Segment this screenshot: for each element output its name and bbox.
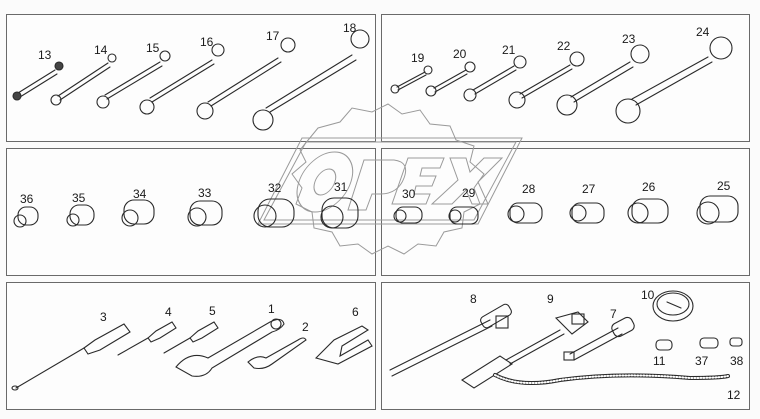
socket-32-icon	[253, 198, 295, 228]
part-label-15: 15	[146, 41, 160, 55]
adapter-11-icon	[655, 339, 673, 351]
socket-29-icon	[448, 206, 479, 225]
screwdriver-5-icon	[163, 321, 219, 354]
ring-wrench-17-icon	[196, 37, 296, 120]
part-label-21: 21	[502, 43, 516, 57]
adapter-38-icon	[729, 337, 743, 347]
part-label-9: 9	[547, 292, 554, 306]
open-end-wrench-24-icon	[615, 36, 733, 124]
part-label-28: 28	[522, 182, 536, 196]
part-label-10: 10	[641, 288, 655, 302]
part-label-13: 13	[38, 48, 52, 62]
part-label-2: 2	[302, 320, 309, 334]
part-label-33: 33	[198, 186, 212, 200]
t-handle-8-icon	[389, 303, 512, 377]
screwdriver-4-icon	[117, 321, 177, 356]
part-label-19: 19	[411, 51, 425, 65]
part-label-23: 23	[622, 32, 636, 46]
adapter-37-icon	[699, 337, 719, 349]
adjustable-wrench-1-icon	[175, 318, 285, 377]
part-label-36: 36	[20, 192, 34, 206]
part-label-4: 4	[165, 305, 172, 319]
open-end-wrench-21-icon	[463, 55, 527, 102]
socket-34-icon	[121, 199, 155, 227]
extension-bar-7-icon	[563, 316, 635, 361]
ring-wrench-16-icon	[139, 43, 225, 115]
ring-wrench-18-icon	[252, 29, 370, 131]
open-end-wrench-19-icon	[390, 65, 433, 94]
open-end-wrench-22-icon	[508, 51, 585, 109]
pliers-6-icon	[314, 325, 373, 365]
pressure-gauge-10-icon	[652, 290, 694, 322]
open-end-wrench-23-icon	[556, 44, 650, 116]
part-label-20: 20	[453, 47, 467, 61]
part-label-5: 5	[209, 304, 216, 318]
part-label-1: 1	[268, 302, 275, 316]
part-label-17: 17	[266, 29, 280, 43]
part-label-32: 32	[268, 181, 282, 195]
part-label-8: 8	[470, 292, 477, 306]
adjustable-wrench-2-icon	[247, 337, 307, 370]
part-label-26: 26	[642, 180, 656, 194]
socket-35-icon	[66, 204, 95, 227]
socket-25-icon	[696, 195, 739, 225]
part-label-22: 22	[557, 39, 571, 53]
ring-wrench-13-icon	[12, 61, 64, 101]
part-label-24: 24	[696, 25, 710, 39]
part-label-25: 25	[717, 179, 731, 193]
ratchet-handle-9-icon	[460, 311, 589, 389]
open-end-wrench-20-icon	[425, 61, 476, 97]
part-label-30: 30	[402, 187, 416, 201]
ring-wrench-15-icon	[96, 50, 171, 109]
part-label-18: 18	[343, 21, 357, 35]
socket-33-icon	[187, 200, 223, 227]
part-label-6: 6	[352, 305, 359, 319]
part-label-31: 31	[334, 180, 348, 194]
socket-36-icon	[13, 206, 39, 228]
socket-26-icon	[627, 198, 669, 224]
part-label-27: 27	[582, 182, 596, 196]
part-label-7: 7	[610, 307, 617, 321]
part-label-34: 34	[133, 187, 147, 201]
part-label-35: 35	[72, 191, 86, 205]
part-label-3: 3	[100, 310, 107, 324]
part-label-12: 12	[727, 388, 741, 402]
part-label-29: 29	[462, 186, 476, 200]
part-label-37: 37	[695, 354, 709, 368]
part-label-11: 11	[653, 354, 666, 368]
ring-wrench-14-icon	[50, 53, 117, 106]
flexible-hose-12-icon	[493, 373, 730, 385]
panel-hand-tools	[6, 282, 376, 410]
socket-30-icon	[393, 206, 423, 224]
socket-28-icon	[507, 202, 543, 224]
part-label-14: 14	[94, 43, 108, 57]
socket-31-icon	[320, 197, 359, 229]
screwdriver-3-icon	[11, 323, 131, 391]
part-label-38: 38	[730, 354, 744, 368]
part-label-16: 16	[200, 35, 214, 49]
socket-27-icon	[569, 202, 605, 224]
